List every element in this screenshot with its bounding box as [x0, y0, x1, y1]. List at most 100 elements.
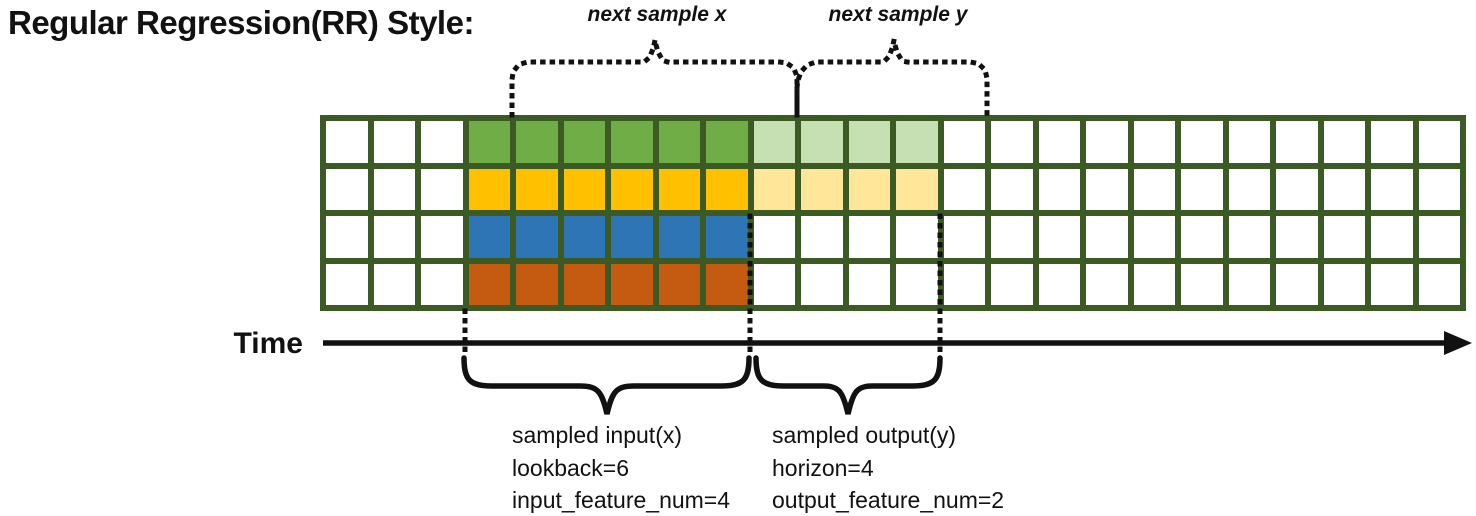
grid-cell	[991, 216, 1033, 258]
grid-cell	[706, 168, 748, 210]
grid-cell	[516, 216, 558, 258]
sampled-input-note: sampled input(x) lookback=6 input_featur…	[512, 419, 730, 516]
grid-cell	[706, 121, 748, 163]
grid-cell	[468, 121, 510, 163]
grid-cell	[1086, 263, 1128, 305]
next-sample-y-brace	[794, 39, 990, 118]
grid-cell	[1323, 168, 1365, 210]
grid-cell	[658, 121, 700, 163]
grid-cell	[1418, 121, 1460, 163]
grid-cell	[801, 121, 843, 163]
grid-cell	[1371, 121, 1413, 163]
grid-cell	[943, 263, 985, 305]
grid-cell	[1371, 216, 1413, 258]
next-sample-x-brace	[509, 39, 800, 118]
grid-cell	[1228, 263, 1270, 305]
grid-cell	[1133, 263, 1175, 305]
grid-cell	[991, 121, 1033, 163]
grid-cell	[943, 121, 985, 163]
grid-cell	[1038, 216, 1080, 258]
sampled-output-title: sampled output(y)	[772, 422, 957, 448]
grid-cell	[563, 263, 605, 305]
grid-cell	[1276, 263, 1318, 305]
grid-cell	[1086, 121, 1128, 163]
grid-cell	[848, 121, 890, 163]
grid-cell	[896, 121, 938, 163]
grid-cell	[801, 216, 843, 258]
sample-grid	[320, 115, 1466, 311]
sampled-output-note: sampled output(y) horizon=4 output_featu…	[772, 419, 1004, 516]
grid-cell	[611, 263, 653, 305]
grid-cell	[1133, 121, 1175, 163]
grid-cell	[326, 263, 368, 305]
grid-cell	[1276, 168, 1318, 210]
grid-cell	[611, 216, 653, 258]
grid-cell	[563, 121, 605, 163]
grid-cell	[563, 216, 605, 258]
grid-cell	[991, 168, 1033, 210]
grid-cell	[658, 263, 700, 305]
grid-cell	[468, 168, 510, 210]
grid-cell	[373, 216, 415, 258]
grid-cell	[1371, 168, 1413, 210]
grid-cell	[943, 168, 985, 210]
grid-cell	[326, 121, 368, 163]
grid-cell	[753, 216, 795, 258]
sampled-input-title: sampled input(x)	[512, 422, 683, 448]
grid-cell	[753, 263, 795, 305]
grid-cell	[468, 263, 510, 305]
grid-cell	[1181, 216, 1223, 258]
grid-cell	[516, 263, 558, 305]
grid-cell	[1418, 168, 1460, 210]
grid-cell	[801, 168, 843, 210]
grid-cell	[1418, 216, 1460, 258]
grid-cell	[753, 168, 795, 210]
grid-cell	[848, 216, 890, 258]
grid-cell	[563, 168, 605, 210]
grid-cell	[326, 168, 368, 210]
grid-cell	[326, 216, 368, 258]
grid-cell	[1086, 168, 1128, 210]
lookback-value: lookback=6	[512, 454, 629, 481]
grid-cell	[373, 121, 415, 163]
grid-cell	[611, 168, 653, 210]
grid-cell	[1181, 168, 1223, 210]
grid-cell	[468, 216, 510, 258]
grid-cell	[1323, 216, 1365, 258]
grid-cell	[421, 168, 463, 210]
grid-cell	[1228, 168, 1270, 210]
grid-cell	[753, 121, 795, 163]
grid-cell	[658, 216, 700, 258]
grid-cell	[1228, 121, 1270, 163]
time-axis-arrowhead	[1444, 331, 1472, 355]
time-axis-label: Time	[233, 327, 303, 360]
grid-cell	[801, 263, 843, 305]
grid-cell	[1038, 121, 1080, 163]
grid-cell	[1276, 216, 1318, 258]
grid-cell	[896, 263, 938, 305]
grid-cell	[421, 216, 463, 258]
grid-cell	[1323, 263, 1365, 305]
next-sample-x-label: next sample x	[587, 3, 727, 26]
grid-cell	[611, 121, 653, 163]
grid-cell	[373, 263, 415, 305]
grid-cell	[991, 263, 1033, 305]
grid-cell	[943, 216, 985, 258]
grid-cell	[373, 168, 415, 210]
grid-cell	[421, 121, 463, 163]
grid-cell	[421, 263, 463, 305]
output-feature-num-value: output_feature_num=2	[772, 487, 1005, 513]
grid-cell	[1133, 216, 1175, 258]
grid-cell	[1181, 121, 1223, 163]
input-feature-num-value: input_feature_num=4	[512, 487, 731, 513]
grid-cell	[1418, 263, 1460, 305]
grid-cell	[896, 168, 938, 210]
grid-cell	[1181, 263, 1223, 305]
grid-cell	[1038, 263, 1080, 305]
grid-cell	[1323, 121, 1365, 163]
grid-cell	[1133, 168, 1175, 210]
sampled-output-brace	[753, 355, 943, 415]
grid-cell	[1371, 263, 1413, 305]
grid-cell	[1276, 121, 1318, 163]
